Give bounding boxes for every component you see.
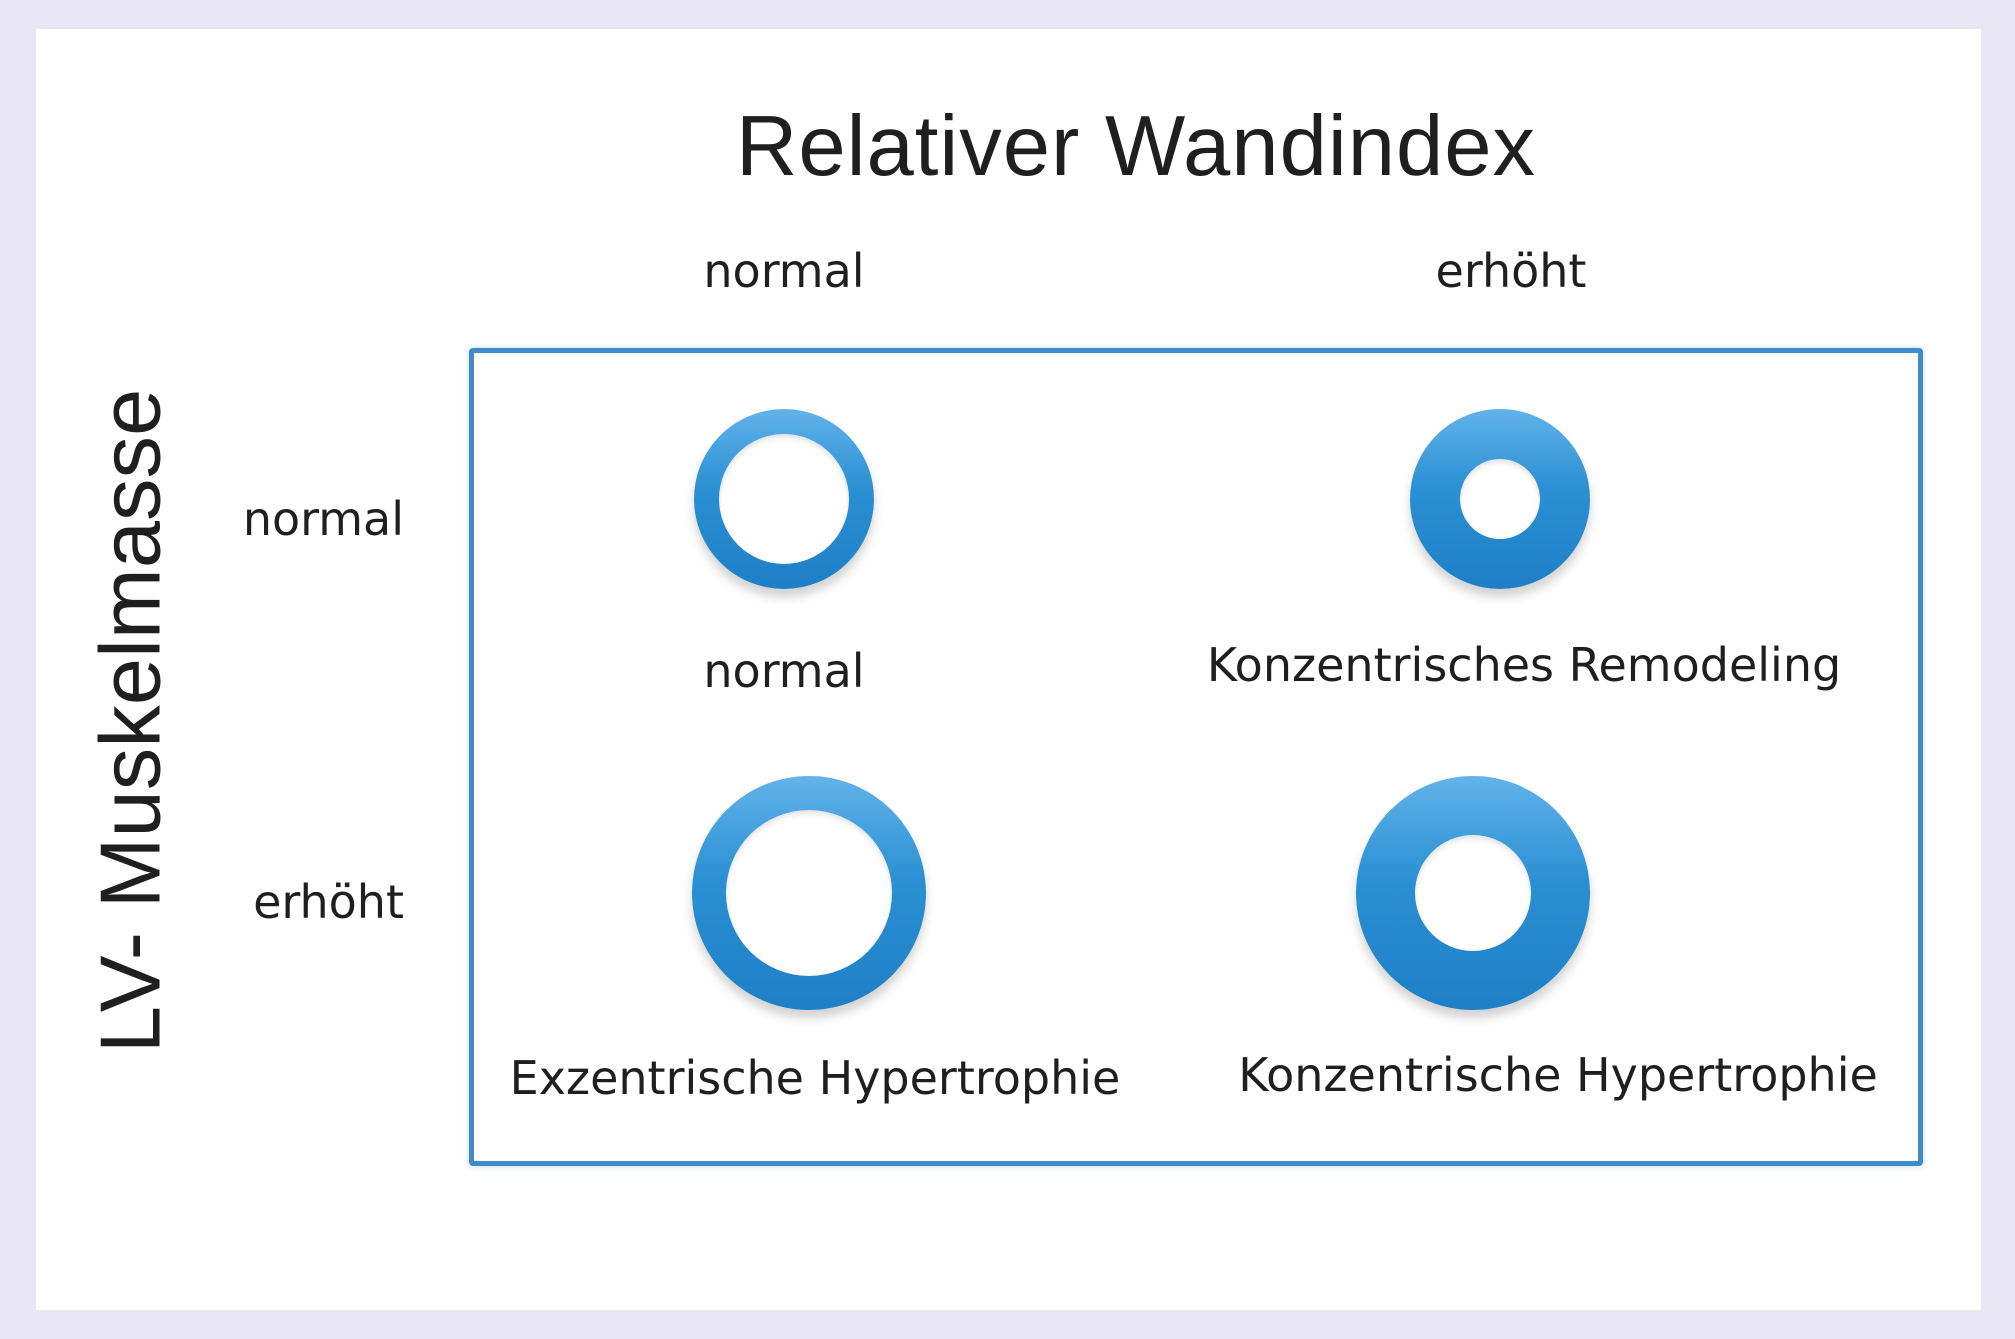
ring-eccentric-hypertrophy-lumen (726, 810, 892, 976)
y-axis-title: LV- Muskelmasse (83, 388, 179, 1054)
cell-label-concentric-hypertrophy: Konzentrische Hypertrophie (1238, 1048, 1878, 1102)
column-header-normal: normal (703, 244, 865, 298)
column-header-erhoeht: erhöht (1435, 244, 1587, 298)
classification-frame (469, 348, 1923, 1166)
ring-concentric-remodeling-lumen (1460, 459, 1540, 539)
figure-card (36, 29, 1981, 1310)
row-header-normal: normal (242, 492, 404, 546)
ring-concentric-hypertrophy-lumen (1415, 835, 1531, 951)
ring-normal-lumen (719, 434, 849, 564)
diagram-title: Relativer Wandindex (735, 99, 1537, 194)
row-header-erhoeht: erhöht (253, 875, 404, 929)
cell-label-concentric-remodeling: Konzentrisches Remodeling (1206, 638, 1842, 692)
cell-label-normal: normal (703, 644, 865, 698)
cell-label-eccentric-hypertrophy: Exzentrische Hypertrophie (509, 1051, 1121, 1105)
